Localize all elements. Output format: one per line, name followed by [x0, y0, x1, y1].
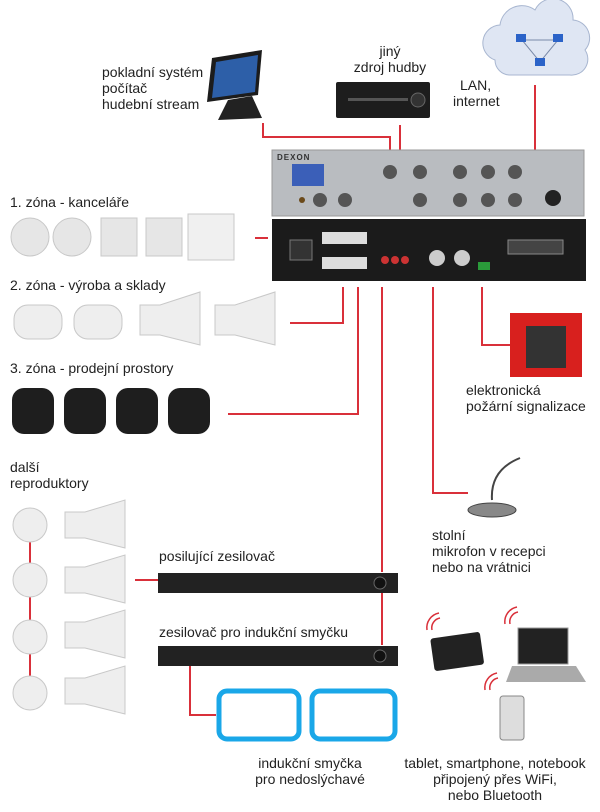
cloud-network-icon — [482, 0, 591, 76]
label-line: připojený přes WiFi, — [433, 771, 557, 787]
label-line: jiný — [379, 43, 401, 59]
label-line: nebo Bluetooth — [447, 787, 543, 803]
fire-alarm-panel-icon — [510, 313, 582, 377]
loop-label: indukční smyčka pro nedoslýchavé — [240, 755, 380, 787]
devices-label: tablet, smartphone, notebook připojený p… — [395, 755, 595, 803]
zone3-speakers — [12, 388, 210, 434]
label-line: pokladní systém — [102, 64, 204, 80]
loop-amplifier-icon — [158, 646, 398, 666]
wire-zone3 — [228, 287, 359, 415]
extra-speakers — [12, 499, 126, 715]
zone3-label: 3. zóna - prodejní prostory — [10, 360, 174, 376]
label-line: mikrofon v recepci — [432, 543, 546, 559]
extra-speakers-label: další reproduktory — [10, 459, 89, 491]
wire-zone2 — [290, 287, 344, 324]
label-line: požární signalizace — [466, 398, 586, 414]
label-line: hudební stream — [102, 96, 200, 112]
zone1-label: 1. zóna - kanceláře — [10, 194, 130, 210]
lan-label: LAN, internet — [453, 77, 500, 109]
induction-loops — [216, 688, 398, 742]
booster-label: posilující zesilovač — [159, 548, 275, 564]
music-receiver-icon — [336, 82, 430, 118]
zone2-label: 2. zóna - výroba a sklady — [10, 277, 166, 293]
label-line: stolní — [432, 527, 466, 543]
label-line: LAN, — [460, 77, 492, 93]
booster-amplifier-icon — [158, 573, 398, 593]
label-line: tablet, smartphone, notebook — [404, 755, 586, 771]
label-line: elektronická — [466, 382, 541, 398]
wire-loop — [189, 665, 216, 716]
loop-amp-label: zesilovač pro indukční smyčku — [159, 624, 349, 640]
label-line: reproduktory — [10, 475, 89, 491]
desk-microphone-icon — [467, 457, 521, 518]
mixer-rear-panel — [272, 219, 586, 281]
wireless-devices-icon — [426, 606, 586, 741]
wire-pos — [262, 123, 391, 150]
label-line: indukční smyčka — [258, 755, 362, 771]
pos-terminal-icon — [207, 50, 262, 120]
label-line: pro nedoslýchavé — [255, 771, 365, 787]
label-line: další — [10, 459, 40, 475]
wire-extra — [29, 525, 158, 700]
label-line: internet — [453, 93, 500, 109]
wire-mic — [432, 287, 468, 494]
zone1-speakers — [10, 213, 235, 261]
music-source-label: jiný zdroj hudby — [345, 43, 435, 75]
label-line: nebo na vrátnici — [432, 559, 531, 575]
mixer-front-panel — [271, 149, 585, 217]
zone2-speakers — [13, 291, 276, 346]
wire-fire — [481, 287, 510, 346]
label-line: zdroj hudby — [353, 59, 427, 75]
mic-label: stolní mikrofon v recepci nebo na vrátni… — [432, 527, 546, 575]
pos-label: pokladní systém počítač hudební stream — [102, 64, 203, 112]
label-line: počítač — [102, 80, 148, 96]
fire-label: elektronická požární signalizace — [466, 382, 586, 414]
mixer-brand-logo: DEXON — [277, 153, 311, 162]
